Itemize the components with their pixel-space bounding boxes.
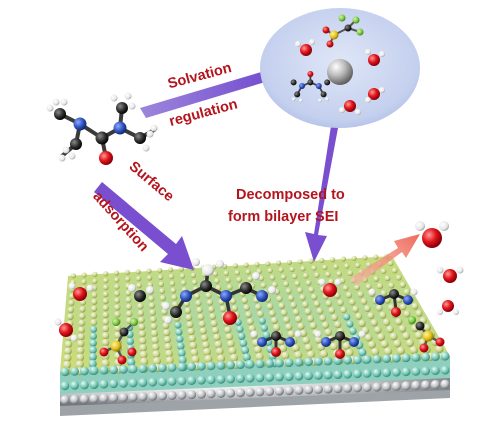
zinc-ion-icon: [327, 59, 353, 85]
small-tmu-fragment: [314, 330, 366, 359]
decompose-arrow: [305, 126, 338, 262]
water-molecule-icon: [436, 266, 464, 283]
small-tmu-fragment: [250, 330, 302, 357]
slab-edge-atoms: [60, 351, 450, 405]
water-molecule-icon: [295, 39, 315, 56]
small-tmu-fragment: [368, 288, 418, 317]
water-molecule-icon: [68, 282, 94, 301]
water-molecule-icon: [339, 100, 361, 115]
surface-label-line1: Surface: [126, 159, 177, 205]
tmu-molecule-icon: [46, 92, 158, 165]
water-molecule-icon: [365, 87, 385, 103]
adsorbed-otf-anion: [408, 316, 445, 353]
release-arrow: [350, 234, 420, 286]
solvation-shell: [260, 8, 420, 128]
adsorbed-otf-anion: [99, 318, 138, 365]
decomposed-label-line2: form bilayer SEI: [228, 209, 338, 225]
water-molecule-icon: [318, 278, 342, 297]
water-molecule-icon: [54, 318, 78, 342]
water-molecule-icon: [437, 300, 459, 315]
surface-adsorption-label: Surface: [126, 159, 177, 205]
adsorption-arrow: [94, 182, 194, 270]
tmu-molecule-icon: [290, 71, 331, 103]
otf-anion-icon: [322, 14, 364, 48]
water-molecule-icon: [415, 221, 449, 248]
decomposed-label-line1: Decomposed to: [236, 187, 345, 203]
solvation-arrow: [140, 60, 300, 118]
water-molecule-icon: [365, 49, 385, 66]
adsorbed-tmu-cluster: [128, 258, 276, 325]
